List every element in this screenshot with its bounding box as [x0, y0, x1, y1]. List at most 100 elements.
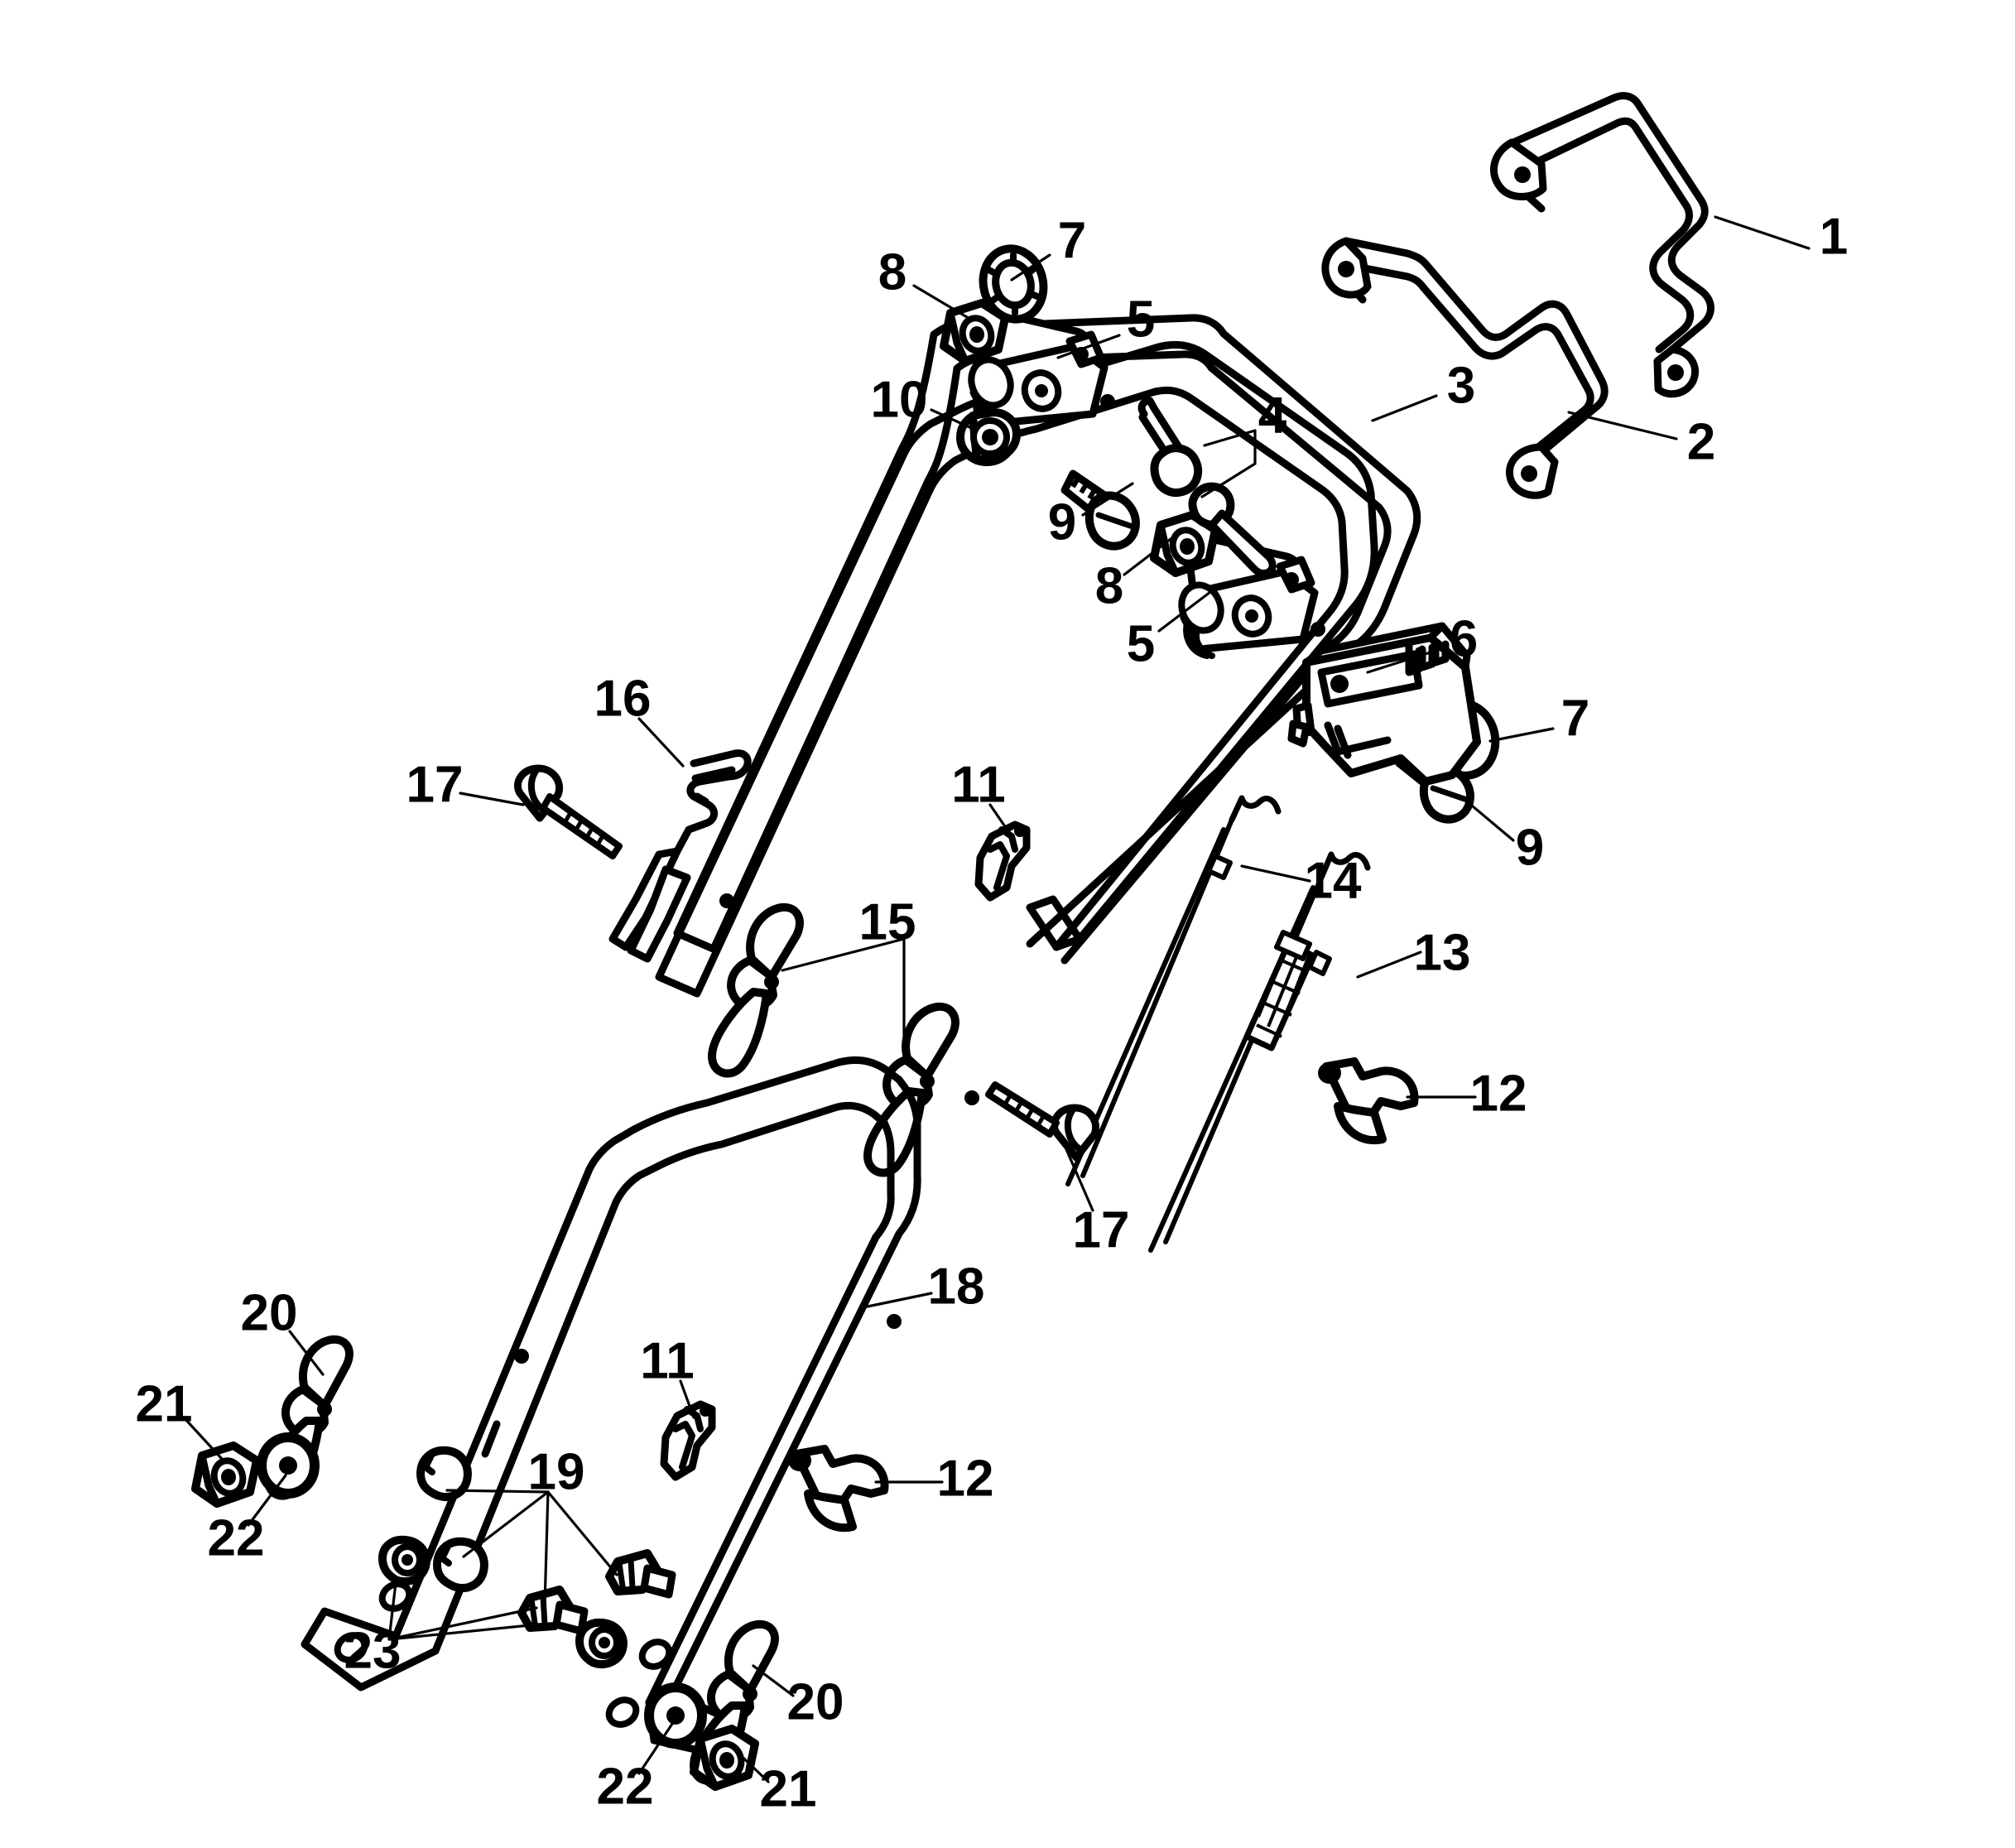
part-number-label: 14 — [1305, 852, 1362, 909]
callout-4: 4 — [1200, 387, 1287, 498]
callout-leader-line — [637, 1722, 674, 1775]
callout-leader-line — [288, 1330, 325, 1376]
callout-18: 18 — [866, 1258, 984, 1315]
callout-5: 5 — [1127, 590, 1212, 672]
part-12-cable-guide-hook-upper — [1318, 1057, 1419, 1145]
callout-21: 21 — [729, 1744, 817, 1817]
callout-leader-line — [1240, 864, 1311, 883]
callout-2: 2 — [1567, 411, 1715, 470]
part-number-label: 16 — [594, 670, 652, 727]
callout-17: 17 — [1065, 1148, 1129, 1258]
callout-leader-line — [1157, 590, 1212, 633]
part-23-bushing-sleeve-a — [378, 1535, 430, 1586]
callout-20: 20 — [241, 1284, 325, 1376]
part-23-bushing-sleeve-b — [575, 1618, 628, 1668]
part-1-bent-wire-bracket-right — [1490, 92, 1714, 398]
callout-5: 5 — [1056, 291, 1155, 359]
callout-leader-line — [459, 792, 525, 806]
part-13-control-cable-braided — [1148, 851, 1371, 1253]
part-number-label: 11 — [640, 1332, 695, 1389]
part-number-label: 20 — [787, 1673, 844, 1730]
part-number-label: 9 — [1516, 819, 1544, 876]
part-15-wing-nut-knob-b — [863, 1002, 959, 1177]
part-6-control-console-housing — [1287, 622, 1481, 786]
callout-leader-line — [387, 1581, 540, 1641]
callout-leader-line — [1056, 334, 1121, 359]
part-11-cable-clip-lower — [660, 1400, 716, 1481]
part-7-star-washer-upper — [979, 244, 1048, 324]
callout-3: 3 — [1371, 357, 1475, 422]
callout-leader-line — [247, 1474, 287, 1527]
part-19-round-head-fastener-b — [433, 1537, 488, 1592]
callout-leader-line — [1081, 482, 1134, 517]
part-19-round-head-fastener-a — [416, 1446, 472, 1501]
part-number-label: 3 — [1447, 357, 1475, 414]
part-22-flat-washer-left — [257, 1432, 320, 1499]
part-number-label: 12 — [937, 1450, 994, 1507]
callout-leader-line — [781, 937, 906, 1057]
part-number-label: 13 — [1414, 924, 1471, 981]
part-11-cable-clip-upper — [974, 821, 1031, 902]
callout-leader-line — [1065, 1148, 1094, 1212]
part-2-bent-wire-bracket-left — [1321, 237, 1609, 499]
part-12-cable-guide-hook-lower — [788, 1445, 889, 1533]
callout-leader-line — [1010, 253, 1051, 282]
part-number-label: 1 — [1820, 208, 1848, 265]
callout-6: 6 — [1366, 610, 1478, 674]
part-10-bushing-spacer — [956, 408, 1021, 466]
callout-8: 8 — [1095, 535, 1176, 614]
part-number-label: 21 — [136, 1375, 193, 1432]
part-number-label: 5 — [1127, 291, 1155, 348]
part-number-label: 10 — [871, 371, 928, 428]
callout-12: 12 — [1406, 1065, 1527, 1122]
callout-leader-line — [752, 1664, 795, 1697]
callout-14: 14 — [1240, 852, 1362, 909]
callout-15: 15 — [781, 893, 916, 1057]
callout-leader-line — [1200, 429, 1257, 498]
callout-22: 22 — [597, 1722, 674, 1815]
part-number-label: 22 — [208, 1509, 265, 1566]
part-number-label: 22 — [597, 1758, 654, 1815]
callout-leader-line — [1356, 950, 1422, 979]
callout-9: 9 — [1465, 800, 1544, 876]
part-number-label: 8 — [878, 243, 907, 301]
part-21-hex-nut-left — [191, 1441, 261, 1508]
callout-leader-line — [1488, 727, 1555, 743]
callout-21: 21 — [136, 1375, 224, 1461]
part-18-lower-handle-bar — [301, 1056, 921, 1758]
part-14-control-cable-plain — [1065, 795, 1282, 1186]
callout-leader-line — [1465, 800, 1515, 842]
part-16-zigzag-spring-clip — [608, 749, 752, 963]
part-4-pivot-pin-a — [1137, 397, 1203, 497]
part-number-label: 11 — [951, 756, 1006, 813]
callout-7: 7 — [1010, 212, 1086, 282]
callout-leader-line — [1567, 411, 1678, 440]
part-17-carriage-bolt-lower — [985, 1081, 1099, 1162]
callout-leader-line — [679, 1379, 695, 1419]
callout-23: 23 — [344, 1581, 540, 1679]
callout-13: 13 — [1356, 924, 1471, 981]
part-21-hex-nut-bottom — [690, 1725, 759, 1791]
callout-11: 11 — [640, 1332, 695, 1419]
part-number-label: 7 — [1561, 690, 1589, 747]
callout-leader-line — [866, 1292, 933, 1308]
callout-leader-line — [930, 408, 979, 432]
callout-19: 19 — [445, 1443, 618, 1606]
callout-leader-line — [912, 284, 969, 319]
callout-leader-line — [182, 1416, 224, 1461]
part-19-round-head-fastener-d — [605, 1549, 676, 1599]
part-number-label: 2 — [1687, 413, 1715, 470]
part-number-label: 7 — [1058, 212, 1086, 269]
part-number-label: 8 — [1095, 557, 1123, 614]
callout-leader-line — [1714, 215, 1811, 250]
callout-leader-line — [637, 717, 685, 768]
callout-17: 17 — [406, 756, 525, 813]
part-number-label: 5 — [1127, 615, 1155, 672]
callout-8: 8 — [878, 243, 969, 319]
part-17-carriage-bolt-upper — [514, 764, 623, 859]
callout-20: 20 — [752, 1664, 844, 1730]
part-number-label: 21 — [760, 1760, 817, 1817]
